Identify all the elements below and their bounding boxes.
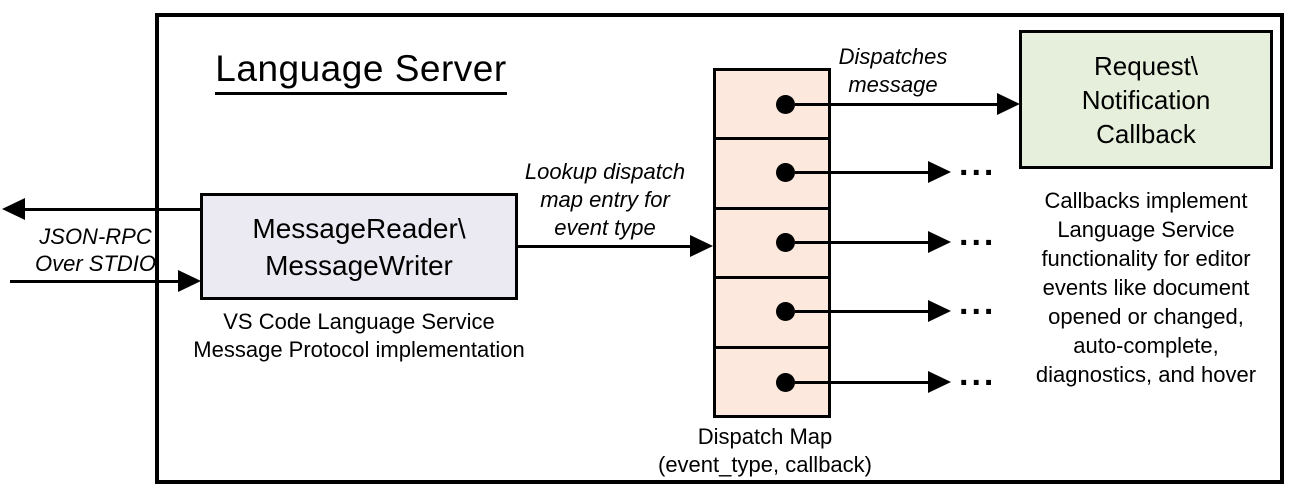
- dispatch-map-cell: [716, 71, 828, 141]
- callback-box-line: Notification: [1081, 84, 1211, 115]
- right-arrowhead-icon: [690, 235, 713, 257]
- dispatch-connector-2: ...: [776, 147, 996, 183]
- dispatches-message-line: message: [848, 72, 938, 97]
- stdio-out-arrow: [2, 198, 202, 220]
- reader-caption-line: Message Protocol implementation: [193, 337, 525, 362]
- reader-caption-line: VS Code Language Service: [223, 309, 495, 334]
- map-entry-dot-icon: [776, 162, 795, 182]
- left-arrowhead-icon: [2, 198, 25, 220]
- stdio-label: JSON-RPC Over STDIO: [18, 223, 173, 277]
- diagram-title-text: Language Server: [215, 48, 507, 95]
- arrow-line: [795, 102, 997, 106]
- right-arrowhead-icon: [928, 231, 951, 253]
- dispatches-message-label: Dispatches message: [818, 43, 968, 99]
- request-notification-callback-box: Request\ Notification Callback: [1019, 30, 1273, 169]
- callback-box-line: Request\: [1093, 50, 1199, 81]
- right-arrowhead-icon: [928, 371, 951, 393]
- reader-caption: VS Code Language Service Message Protoco…: [178, 308, 540, 364]
- right-arrowhead-icon: [997, 93, 1020, 115]
- dispatch-map-label: Dispatch Map (event_type, callback): [645, 423, 885, 479]
- callback-caption-line: Language Service: [1057, 217, 1235, 242]
- arrow-line: [10, 279, 178, 283]
- callback-caption-line: events like document: [1042, 275, 1250, 300]
- callback-caption-line: diagnostics, and hover: [1035, 362, 1257, 387]
- right-arrowhead-icon: [928, 161, 951, 183]
- diagram-title: Language Server: [181, 48, 541, 95]
- stdio-label-line: Over STDIO: [34, 251, 156, 276]
- dispatch-map: [713, 68, 831, 418]
- dispatch-connector-4: ...: [776, 286, 996, 322]
- ellipsis: ...: [959, 145, 997, 183]
- arrow-line: [795, 380, 928, 384]
- right-arrowhead-icon: [178, 270, 201, 292]
- map-entry-dot-icon: [776, 372, 795, 392]
- callback-caption-line: auto-complete,: [1073, 333, 1219, 358]
- callback-caption: Callbacks implement Language Service fun…: [1014, 186, 1278, 389]
- dispatch-map-cell: [716, 279, 828, 349]
- dispatch-connector-5: ...: [776, 357, 996, 393]
- lookup-label-line: event type: [554, 215, 656, 240]
- callback-caption-line: opened or changed,: [1048, 304, 1244, 329]
- map-entry-dot-icon: [776, 94, 795, 114]
- arrow-line: [517, 244, 690, 248]
- lookup-arrow: [517, 235, 713, 257]
- dispatch-map-label-line: Dispatch Map: [697, 424, 833, 449]
- right-arrowhead-icon: [928, 300, 951, 322]
- lookup-label-line: Lookup dispatch: [524, 159, 686, 184]
- dispatch-map-label-line: (event_type, callback): [658, 452, 872, 477]
- dispatches-message-line: Dispatches: [838, 44, 948, 69]
- arrow-line: [795, 170, 928, 174]
- arrow-line: [25, 207, 202, 211]
- stdio-label-line: JSON-RPC: [39, 224, 152, 249]
- callback-caption-line: Callbacks implement: [1044, 188, 1248, 213]
- dispatch-connector-3: ...: [776, 217, 996, 253]
- ellipsis: ...: [959, 284, 997, 322]
- lookup-label-line: map entry for: [540, 187, 670, 212]
- callback-box-line: Callback: [1096, 118, 1196, 149]
- dispatch-map-cell: [716, 140, 828, 210]
- message-reader-writer-box: MessageReader\ MessageWriter: [200, 193, 518, 300]
- arrow-line: [795, 309, 928, 313]
- reader-box-line: MessageReader\: [252, 212, 466, 244]
- dispatch-connector-1: [776, 93, 1020, 115]
- callback-caption-line: functionality for editor: [1041, 246, 1251, 271]
- map-entry-dot-icon: [776, 232, 795, 252]
- lookup-label: Lookup dispatch map entry for event type: [505, 158, 705, 242]
- stdio-in-arrow: [10, 270, 201, 292]
- map-entry-dot-icon: [776, 301, 795, 321]
- ellipsis: ...: [959, 215, 997, 253]
- reader-box-line: MessageWriter: [265, 249, 453, 281]
- arrow-line: [795, 240, 928, 244]
- ellipsis: ...: [959, 355, 997, 393]
- dispatch-map-cell: [716, 210, 828, 280]
